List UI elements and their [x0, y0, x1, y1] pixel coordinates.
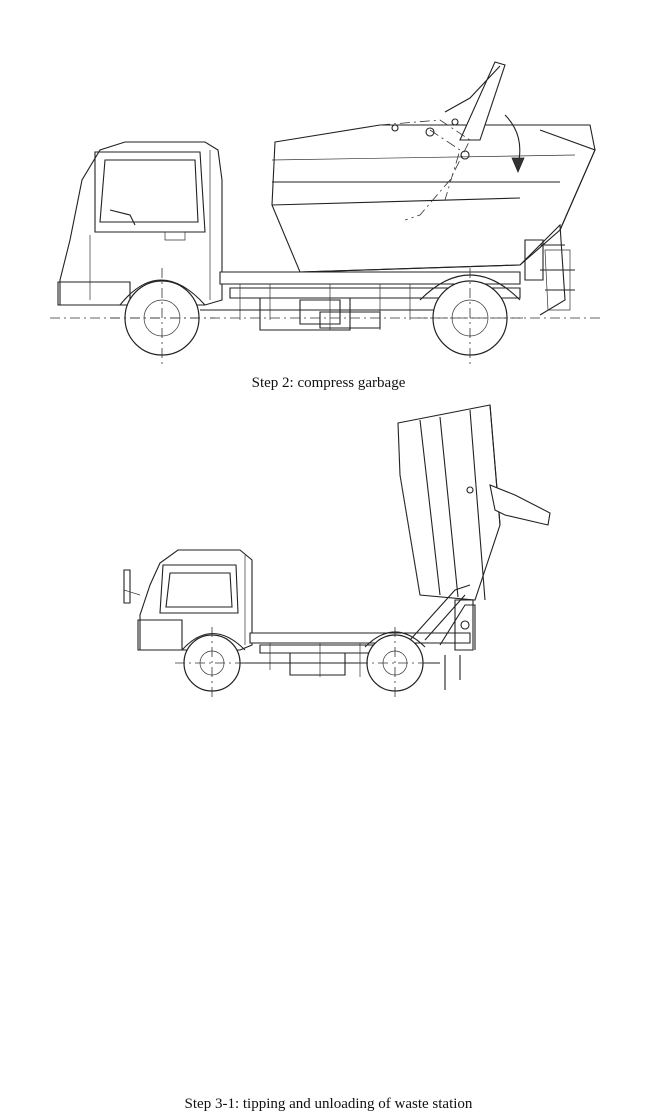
lift-arms — [410, 585, 475, 690]
tipped-body — [398, 405, 550, 600]
truck-cab — [58, 142, 222, 305]
figure-tipping-unloading: Step 3-1: tipping and unloading of waste… — [0, 395, 657, 1112]
caption-step-2: Step 2: compress garbage — [251, 375, 406, 391]
rear-wheel — [358, 627, 432, 699]
truck-compress-drawing — [0, 0, 657, 375]
caption-step-3-1: Step 3-1: tipping and unloading of waste… — [184, 1096, 473, 1112]
truck-cab — [124, 550, 252, 650]
truck-tipping-drawing — [0, 395, 657, 700]
front-wheel — [175, 627, 250, 699]
compactor-body — [272, 125, 595, 315]
truck-chassis — [200, 272, 520, 330]
truck-chassis — [230, 633, 470, 677]
figure-compress-garbage: Step 2: compress garbage — [0, 0, 657, 391]
front-wheel — [110, 268, 215, 365]
compress-arm — [380, 62, 524, 220]
